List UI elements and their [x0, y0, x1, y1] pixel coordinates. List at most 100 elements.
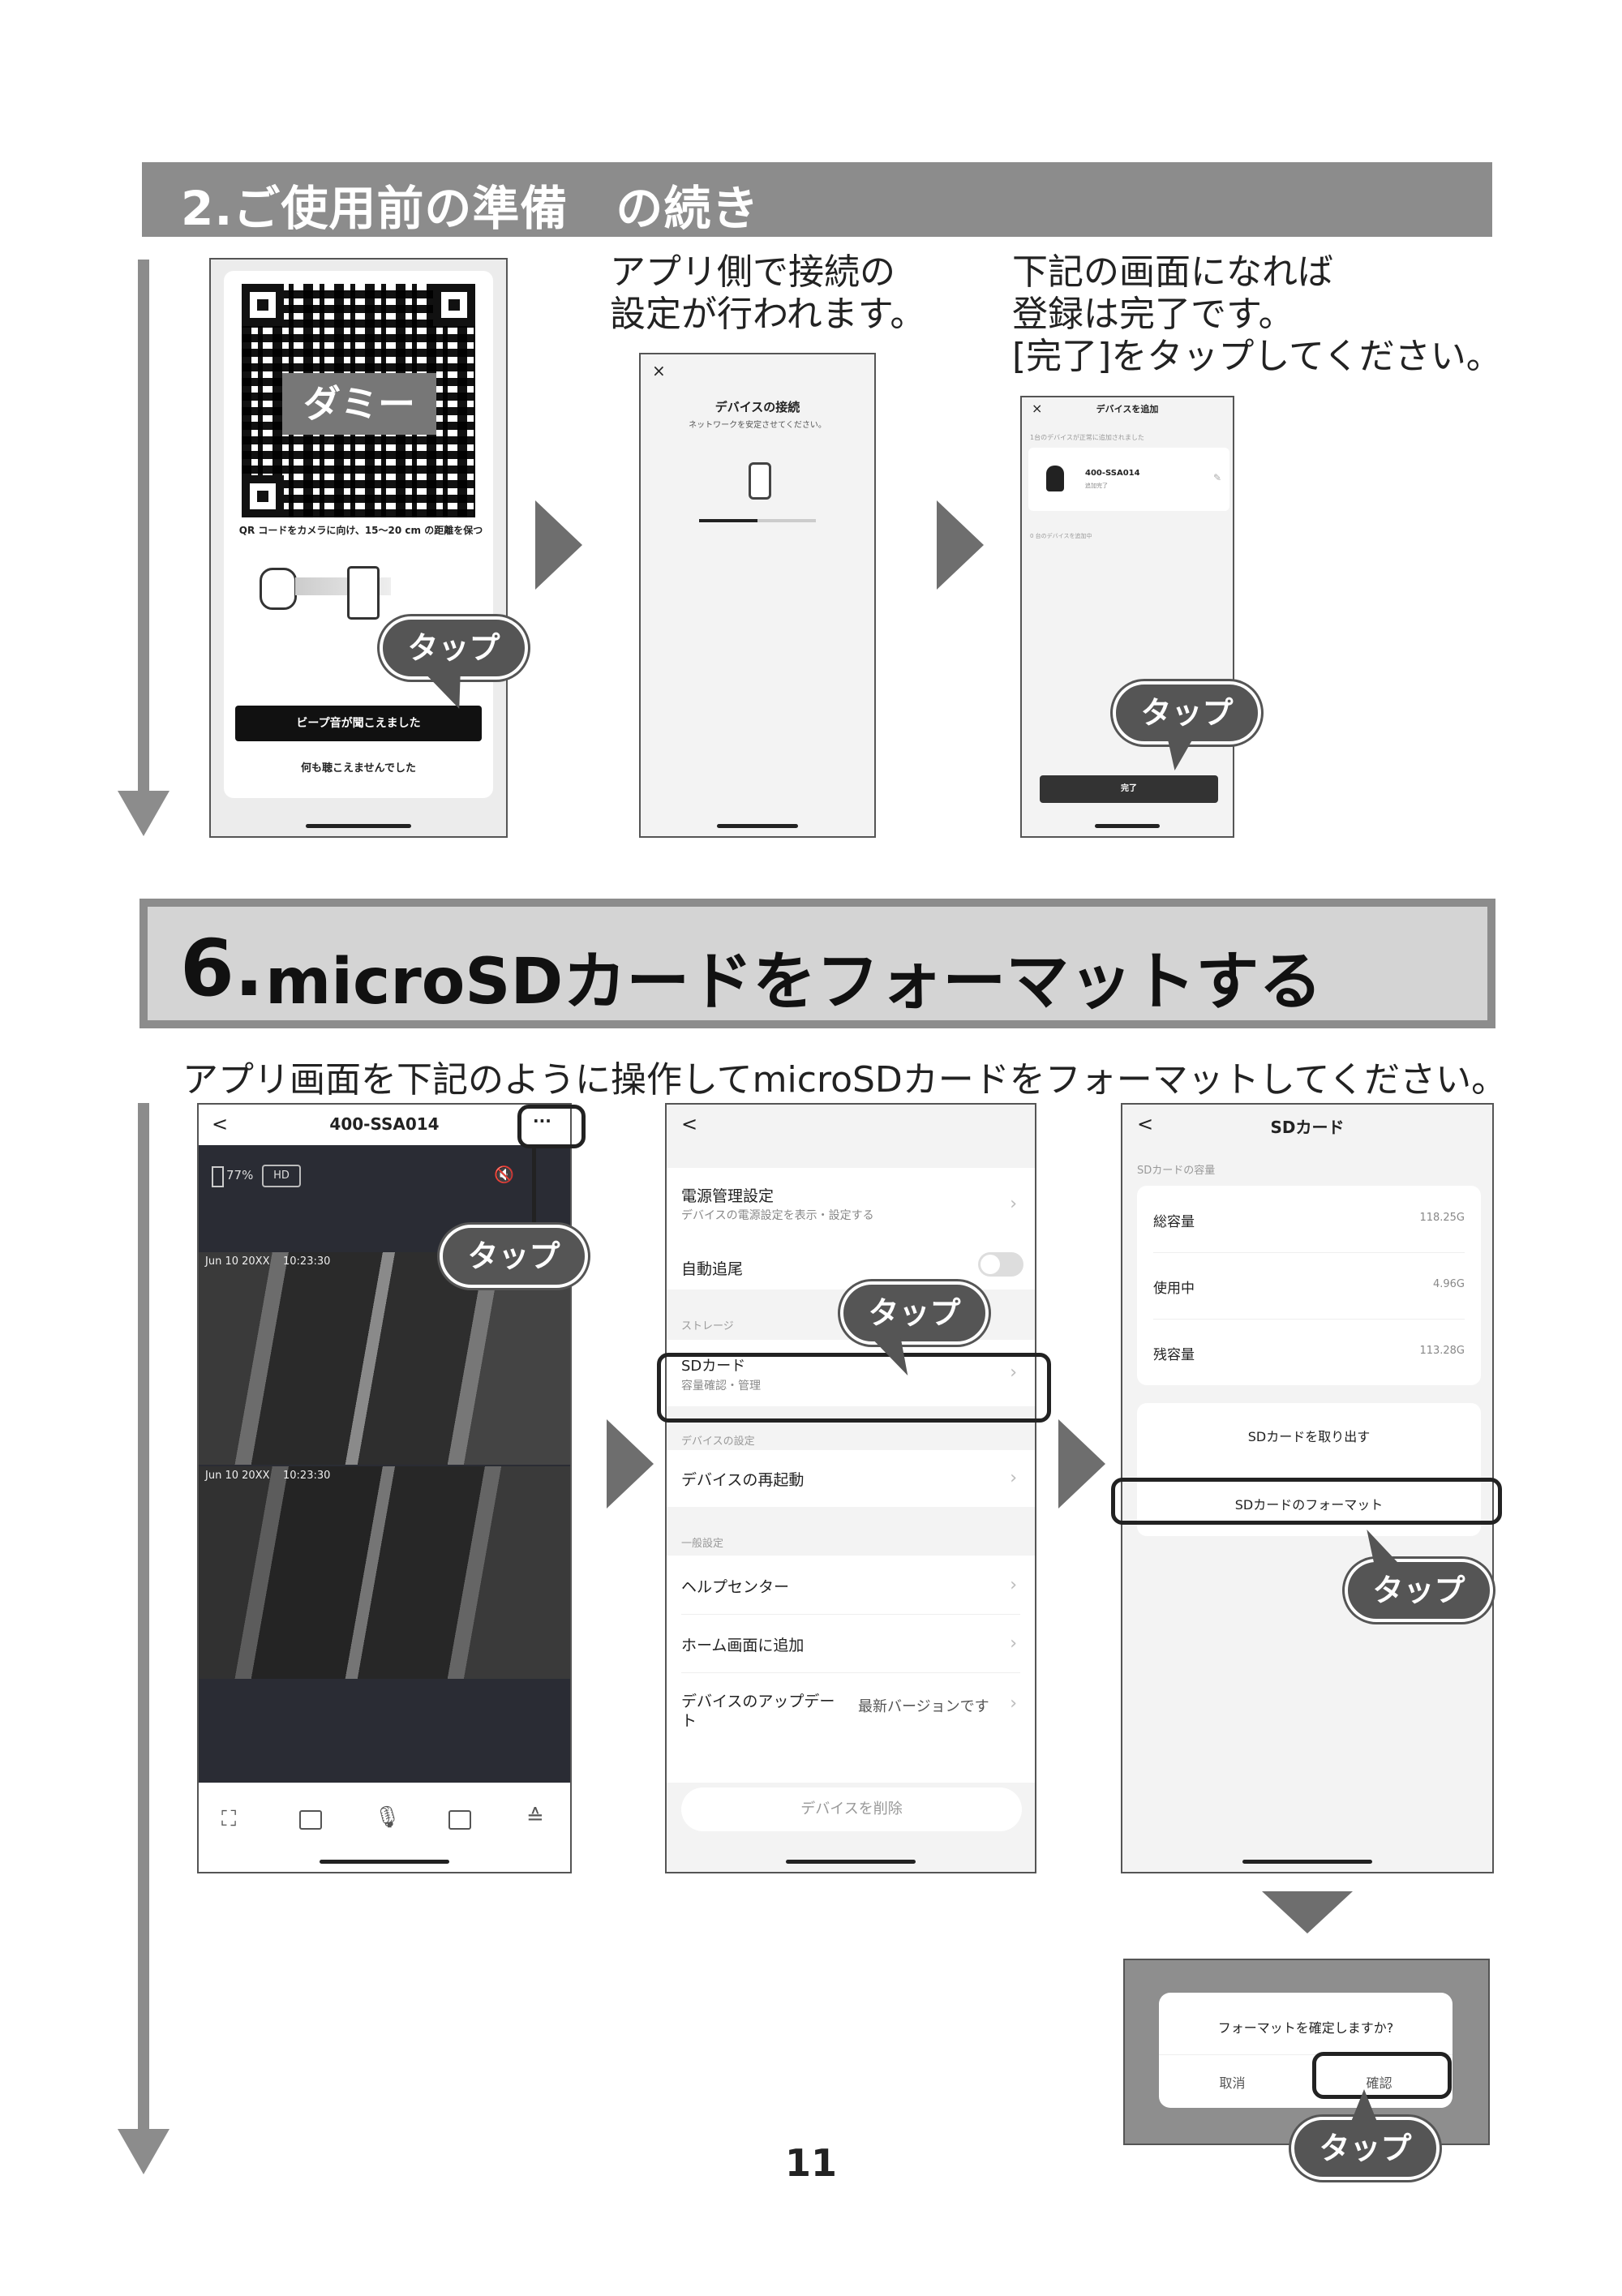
- flow-arrow-right: [607, 1419, 654, 1508]
- chevron-right-icon: ›: [1010, 1575, 1017, 1595]
- device-card[interactable]: 400-SSA014 追加完了 ✎: [1028, 448, 1229, 511]
- no-sound-link[interactable]: 何も聴こえませんでした: [301, 762, 416, 775]
- firmware-update-value: 最新バージョンです: [858, 1698, 989, 1715]
- timestamp: Jun 10 20XX 10:23:30: [205, 1470, 331, 1482]
- chevron-right-icon: ›: [1010, 1194, 1017, 1214]
- connect-subtitle: ネットワークを安定させてください。: [689, 421, 826, 430]
- reboot-label: デバイスの再起動: [681, 1471, 805, 1489]
- fullscreen-icon[interactable]: ⛶: [221, 1807, 237, 1831]
- camera-feed-lower: [199, 1466, 570, 1679]
- more-menu-icon[interactable]: ···: [533, 1111, 551, 1131]
- capacity-card: 総容量 118.25G 使用中 4.96G 残容量 113.28G: [1137, 1186, 1481, 1385]
- edit-icon[interactable]: ✎: [1213, 472, 1222, 483]
- free-capacity-value: 113.28G: [1419, 1345, 1465, 1357]
- back-icon[interactable]: <: [1137, 1113, 1154, 1135]
- row-divider: [1153, 1319, 1465, 1320]
- home-indicator: [320, 1860, 449, 1864]
- storage-section-header: ストレージ: [681, 1320, 734, 1333]
- auto-tracking-label: 自動追尾: [681, 1260, 744, 1278]
- menu-expand-icon[interactable]: ≙: [526, 1805, 544, 1830]
- section-6-title: microSDカードをフォーマットする: [265, 946, 1323, 1019]
- device-status: 追加完了: [1085, 483, 1108, 489]
- tap-callout-text: タップ: [407, 630, 500, 666]
- confirm-button[interactable]: 確認: [1366, 2075, 1392, 2091]
- microphone-icon[interactable]: 🎙: [374, 1805, 401, 1830]
- free-capacity-label: 残容量: [1153, 1347, 1195, 1363]
- sd-card-row[interactable]: SDカード 容量確認・管理 ›: [667, 1340, 1035, 1406]
- done-button[interactable]: 完了: [1040, 775, 1218, 803]
- dummy-label: ダミー: [282, 373, 436, 435]
- auto-tracking-toggle[interactable]: [978, 1252, 1023, 1277]
- snapshot-icon[interactable]: [299, 1810, 322, 1830]
- tap-callout-tail: [1351, 2089, 1377, 2122]
- control-bar: ⛶ 🎙 ≙: [199, 1783, 570, 1872]
- back-icon[interactable]: <: [212, 1113, 229, 1135]
- flow-arrow-down: [118, 2129, 169, 2174]
- caption-complete: 下記の画面になれば 登録は完了です。 [完了]をタップしてください。: [1012, 251, 1502, 378]
- beep-heard-button[interactable]: ビープ音が聞こえました: [235, 706, 482, 741]
- phone-settings-screen: < 電源管理設定 デバイスの電源設定を表示・設定する › 自動追尾 ストレージ …: [665, 1103, 1036, 1873]
- sd-actions-card: SDカードを取り出す SDカードのフォーマット: [1137, 1403, 1481, 1536]
- row-divider: [1153, 1252, 1465, 1253]
- phone-illustration: [347, 566, 380, 620]
- close-icon[interactable]: ×: [1032, 401, 1043, 416]
- page-number: 11: [784, 2141, 837, 2185]
- firmware-update-label[interactable]: デバイスのアップデート: [681, 1693, 835, 1730]
- home-indicator: [1095, 824, 1160, 828]
- cancel-button[interactable]: 取消: [1219, 2075, 1246, 2091]
- tap-callout-text: タップ: [1372, 1573, 1465, 1608]
- hd-toggle[interactable]: HD: [262, 1165, 301, 1187]
- section-2-title: 2.ご使用前の準備 の続き: [181, 181, 760, 236]
- eject-sd-button[interactable]: SDカードを取り出す: [1247, 1429, 1371, 1444]
- chevron-right-icon: ›: [1010, 1693, 1017, 1714]
- total-capacity-label: 総容量: [1153, 1214, 1195, 1230]
- phone-connecting-screen: × デバイスの接続 ネットワークを安定させてください。: [639, 353, 876, 838]
- delete-device-button[interactable]: デバイスを削除: [681, 1787, 1022, 1831]
- record-icon[interactable]: [448, 1810, 471, 1830]
- add-title: デバイスを追加: [1096, 404, 1159, 414]
- total-capacity-value: 118.25G: [1419, 1212, 1465, 1224]
- tap-callout: タップ: [840, 1281, 989, 1375]
- add-to-home-row[interactable]: ホーム画面に追加: [681, 1637, 805, 1654]
- flow-arrow-down: [118, 791, 169, 836]
- general-settings-header: 一般設定: [681, 1538, 724, 1550]
- tap-callout: タップ: [1113, 681, 1261, 770]
- format-sd-button[interactable]: SDカードのフォーマット: [1234, 1497, 1384, 1513]
- qr-code: ダミー: [242, 284, 475, 517]
- home-indicator: [786, 1860, 916, 1864]
- settings-card: 電源管理設定 デバイスの電源設定を表示・設定する › 自動追尾: [667, 1168, 1035, 1290]
- tap-callout-text: タップ: [467, 1238, 560, 1274]
- progress-track: [699, 519, 816, 522]
- dialog-message: フォーマットを確定しますか?: [1217, 2020, 1394, 2036]
- top-nav: < 400-SSA014 ···: [199, 1105, 570, 1145]
- phone-device-added-screen: × デバイスを追加 1台のデバイスが正常に追加されました 400-SSA014 …: [1020, 396, 1234, 838]
- home-indicator: [306, 824, 411, 828]
- device-name: 400-SSA014: [1085, 469, 1140, 478]
- camera-thumbnail: [1046, 466, 1064, 491]
- flow-arrow-right: [535, 500, 582, 590]
- chevron-right-icon: ›: [1010, 1363, 1017, 1383]
- close-icon[interactable]: ×: [652, 361, 666, 380]
- caption-line: 設定が行われます。: [610, 294, 926, 335]
- chevron-right-icon: ›: [1010, 1633, 1017, 1654]
- added-note: 1台のデバイスが正常に追加されました: [1030, 434, 1144, 441]
- back-icon[interactable]: <: [681, 1113, 698, 1135]
- home-indicator: [1242, 1860, 1372, 1864]
- highlight-sd-card-row: [657, 1353, 1051, 1423]
- capacity-section-header: SDカードの容量: [1137, 1165, 1216, 1177]
- flow-line: [138, 260, 149, 795]
- reboot-row[interactable]: デバイスの再起動 ›: [667, 1450, 1035, 1507]
- mute-icon[interactable]: 🔇: [494, 1165, 514, 1184]
- qr-instruction: QR コードをカメラに向け、15～20 cm の距離を保つ: [238, 525, 483, 536]
- tap-callout: タップ: [380, 616, 528, 709]
- camera-illustration: [260, 568, 297, 610]
- sd-card-title: SDカード: [681, 1358, 746, 1375]
- dialog-divider: [1159, 2054, 1453, 2055]
- caption-line: 登録は完了です。: [1012, 294, 1294, 335]
- battery-icon: [212, 1166, 224, 1187]
- help-center-row[interactable]: ヘルプセンター: [681, 1578, 790, 1596]
- caption-line: アプリ側で接続の: [610, 251, 895, 293]
- section-2-header: 2.ご使用前の準備 の続き: [142, 162, 1492, 237]
- battery-level: 77%: [226, 1168, 254, 1182]
- caption-connect: アプリ側で接続の 設定が行われます。: [610, 251, 925, 336]
